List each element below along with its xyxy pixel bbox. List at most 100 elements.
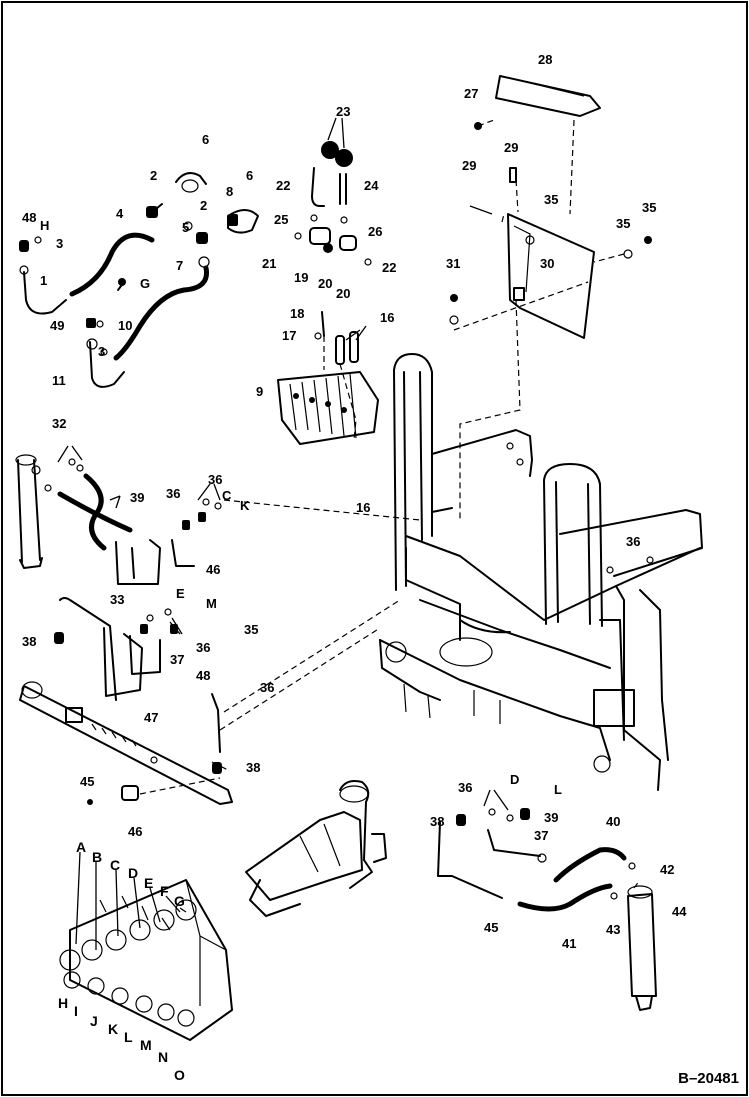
callout-7: 7	[176, 258, 183, 273]
callout-K: K	[240, 498, 250, 513]
callout-14: 17	[282, 328, 296, 343]
bolt-30	[644, 236, 652, 244]
port-H: H	[58, 995, 68, 1011]
callout-39: 43	[606, 922, 620, 937]
callout-3: 3	[56, 236, 63, 251]
hose-38d	[517, 883, 613, 912]
port-B: B	[92, 849, 102, 865]
callout-37: 37	[534, 828, 548, 843]
grab-handle-right	[543, 463, 603, 627]
callout-34: 35	[244, 622, 258, 637]
callout-20: 23	[336, 104, 350, 119]
callout-D: D	[510, 772, 519, 787]
callout-16: 19	[294, 270, 308, 285]
swing-casting	[339, 780, 373, 889]
part-callouts: 48 H 3 1 4 2 6 5 2 8 6 7 G 49 10 3 11 23…	[22, 52, 687, 951]
bolt-43	[87, 799, 93, 805]
elbow-48-upper	[19, 240, 29, 252]
fitting-6a	[175, 172, 207, 185]
callout-38: 41	[562, 936, 576, 951]
callout-17: 20	[318, 276, 332, 291]
swing-mount	[245, 780, 387, 917]
tube-47	[59, 597, 117, 701]
port-A: A	[76, 839, 86, 855]
bracket-32	[507, 213, 595, 339]
bolt-28	[450, 294, 458, 302]
port-F: F	[160, 883, 169, 899]
leader-lines	[57, 117, 509, 950]
cylinder-left	[17, 459, 41, 563]
callout-36: 36	[166, 486, 180, 501]
callout-18: 21	[262, 256, 276, 271]
callout-26: 29	[462, 158, 476, 173]
callout-16: 20	[336, 286, 350, 301]
callout-41: 45	[484, 920, 498, 935]
drawing-number: B–20481	[678, 1070, 739, 1087]
knob-20b	[335, 149, 353, 167]
valve-9	[277, 371, 379, 445]
callout-45: 47	[144, 710, 158, 725]
fitting-36	[54, 632, 64, 644]
callout-5: 5	[182, 220, 189, 235]
callout-22: 26	[368, 224, 382, 239]
port-L: L	[124, 1029, 133, 1045]
callout-36: 37	[170, 652, 184, 667]
cylinder-40	[627, 893, 657, 997]
cover-24	[495, 75, 601, 117]
pin-27	[525, 235, 535, 245]
callout-36: 38	[22, 634, 36, 649]
callout-35: 36	[260, 680, 274, 695]
block-16a	[309, 227, 331, 245]
callout-29: 32	[52, 416, 66, 431]
callout-43: 45	[80, 774, 94, 789]
callout-38: 39	[130, 490, 144, 505]
callout-M: M	[206, 596, 217, 611]
callout-12: 16	[356, 500, 370, 515]
left-cylinder-assembly	[15, 454, 222, 585]
upper-left-hoses	[19, 172, 259, 388]
callout-35: 36	[458, 780, 472, 795]
callout-11: 11	[52, 373, 66, 388]
washer-31	[623, 249, 633, 259]
callout-39: 42	[660, 862, 674, 877]
port-E: E	[144, 875, 153, 891]
callout-G: G	[140, 276, 150, 291]
callout-33: 36	[626, 534, 640, 549]
callout-48: 49	[50, 318, 64, 333]
callout-38: 40	[606, 814, 620, 829]
tube-41	[437, 821, 503, 899]
callout-8: 8	[226, 184, 233, 199]
hose-7	[113, 265, 210, 361]
lever-21	[339, 173, 347, 205]
callout-6: 6	[202, 132, 209, 147]
tube-11	[89, 341, 125, 388]
callout-30: 35	[642, 200, 656, 215]
callout-25: 29	[504, 140, 518, 155]
callout-44: 46	[128, 824, 142, 839]
callout-21: 24	[364, 178, 379, 193]
hose-38b	[57, 491, 133, 533]
callout-L: L	[554, 782, 562, 797]
port-N: N	[158, 1049, 168, 1065]
valve-port-letters: A B C D E F G H I J K L M N O	[58, 839, 185, 1083]
callout-10: 10	[118, 318, 132, 333]
link-13a	[335, 335, 345, 365]
fitting-8	[228, 214, 238, 226]
stud-25	[509, 167, 517, 183]
clip	[513, 287, 525, 301]
tube-29	[115, 539, 161, 585]
alignment-lines	[139, 119, 641, 889]
grab-handle-12	[393, 353, 433, 591]
control-valve	[59, 879, 233, 1041]
port-M: M	[140, 1037, 152, 1053]
callout-1: 1	[40, 273, 47, 288]
callout-22: 25	[274, 212, 288, 227]
valve-fittings	[277, 141, 379, 445]
callout-H: H	[40, 218, 49, 233]
link-13b	[349, 331, 359, 363]
hose-38c	[553, 847, 627, 883]
port-G: G	[174, 893, 185, 909]
cylinder-45	[19, 685, 233, 805]
right-cylinder-assembly	[437, 808, 657, 1011]
